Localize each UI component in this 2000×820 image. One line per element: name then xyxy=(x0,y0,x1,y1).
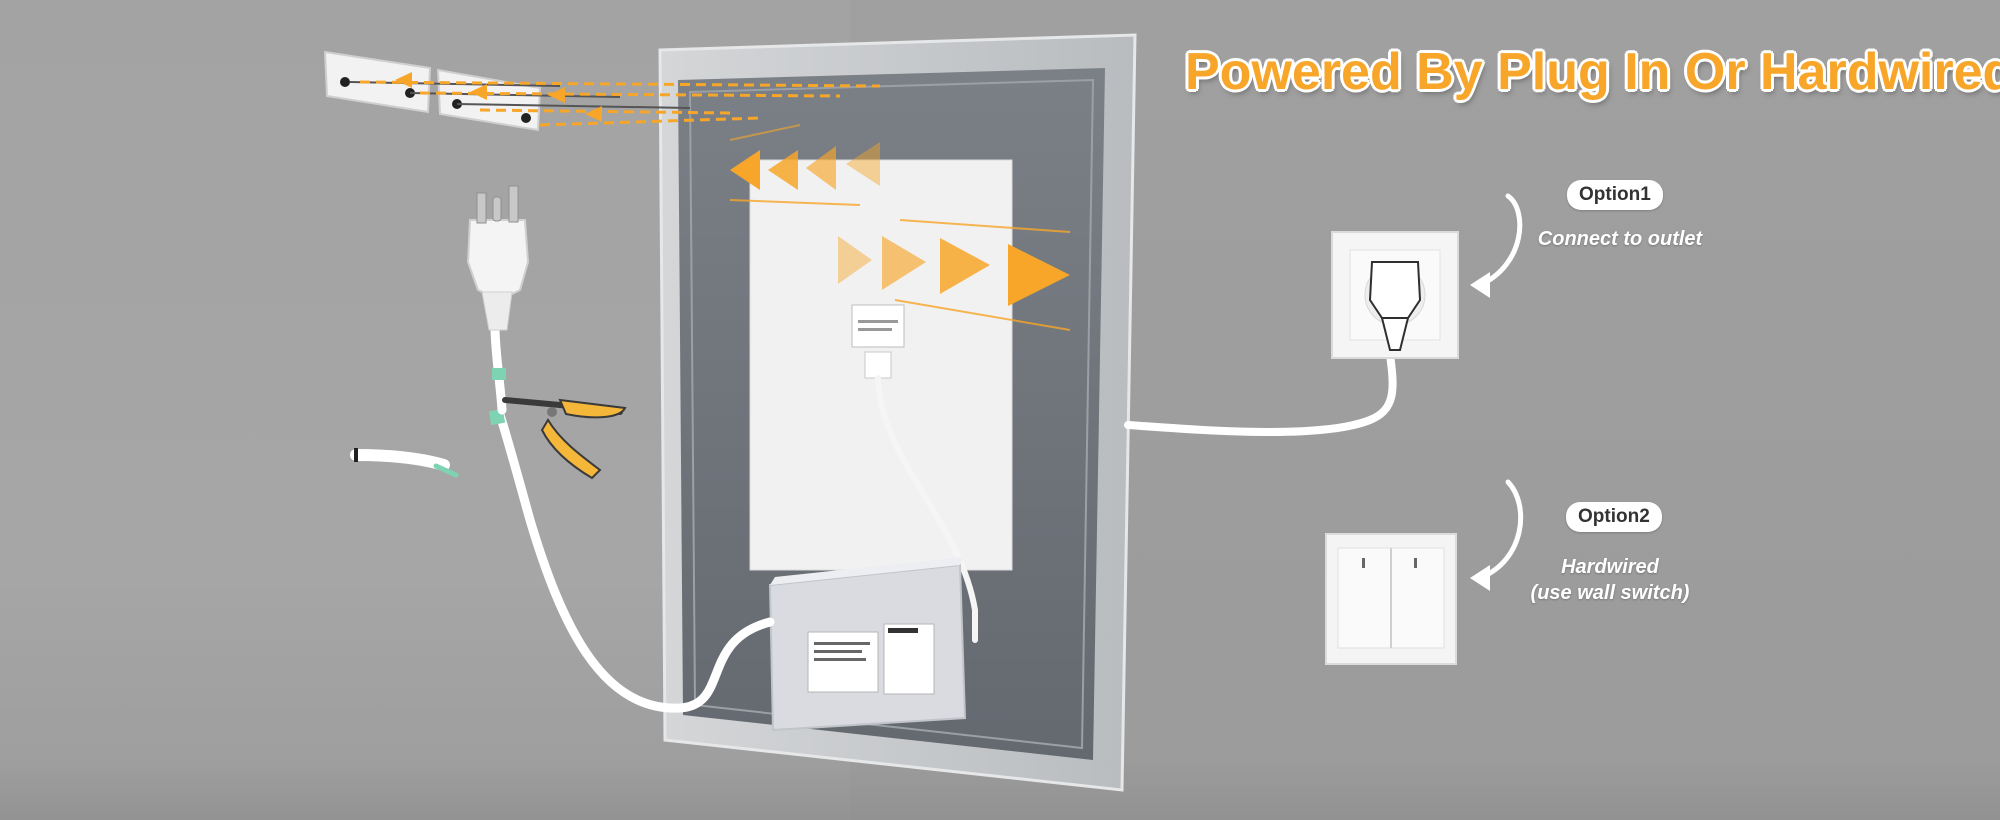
arrow-icon xyxy=(729,124,1071,331)
option1-caption-line: Connect to outlet xyxy=(1537,228,1703,250)
arrow-icon xyxy=(1470,272,1490,591)
wire-stripper-icon xyxy=(502,397,627,480)
option1-tag: Option1 xyxy=(1567,180,1663,210)
wall-switch-icon xyxy=(1325,533,1457,665)
power-box-icon xyxy=(768,557,967,732)
option2-caption: Hardwired (use wall switch) xyxy=(1510,554,1710,606)
option2-caption-line-1: Hardwired xyxy=(1561,556,1659,578)
page-title: Powered By Plug In Or Hardwired xyxy=(1185,43,2000,101)
hardwire-cable xyxy=(350,408,775,713)
option2-caption-line-2: (use wall switch) xyxy=(1530,582,1690,604)
wall-outlet-icon xyxy=(1331,231,1459,359)
outlet-cable xyxy=(1124,351,1397,436)
option1-caption: Connect to outlet xyxy=(1520,228,1720,251)
arrow-icon xyxy=(359,80,881,127)
option2-tag: Option2 xyxy=(1566,502,1662,532)
us-plug-icon xyxy=(466,185,530,415)
mounting-bracket-icon xyxy=(323,50,691,132)
arrow-icon xyxy=(1477,193,1524,581)
arrow-icon xyxy=(395,72,602,122)
